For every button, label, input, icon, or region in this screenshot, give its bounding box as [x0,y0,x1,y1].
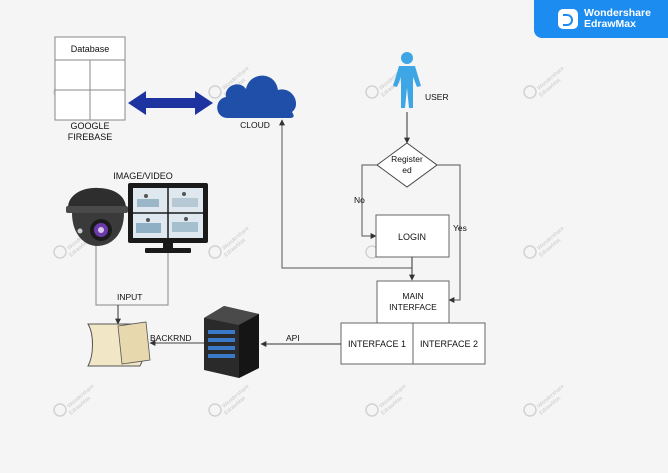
watermark-icon: Wondershare EdrawMax [365,384,408,417]
watermark-icon: Wondershare EdrawMax [53,384,96,417]
database-label-line2: FIREBASE [68,132,113,142]
watermark-icon: Wondershare EdrawMax [523,66,566,99]
storage-book-icon[interactable] [87,321,151,367]
database-table-icon[interactable]: Database [54,36,126,121]
user-person-icon[interactable] [393,52,421,108]
edge-yes-label: Yes [453,223,467,233]
edrawmax-logo-icon [558,9,578,29]
interface2-label: INTERFACE 2 [420,339,478,349]
edge-no-label: No [354,195,365,205]
brand-badge[interactable]: Wondershare EdrawMax [534,0,668,38]
main-interface-box[interactable]: MAIN INTERFACE [376,280,450,324]
cloud-icon[interactable] [217,75,297,118]
main-interface-line2: INTERFACE [389,302,437,312]
decision-label-line1: Register [391,154,423,164]
edge-no-to-login [361,164,377,239]
login-box[interactable]: LOGIN [375,214,450,258]
interface2-box[interactable]: INTERFACE 2 [412,322,486,365]
cloud-label: CLOUD [240,120,270,130]
user-label: USER [425,92,449,102]
edge-api-label: API [286,333,300,343]
decision-label-line2: ed [402,165,412,175]
backend-label: BACKRND [150,333,192,343]
database-header: Database [71,44,110,54]
interface1-label: INTERFACE 1 [348,339,406,349]
brand-line2: EdrawMax [584,18,636,30]
image-video-label: IMAGE/VIDEO [113,171,173,181]
server-icon[interactable] [204,306,259,378]
decision-diamond[interactable]: Register ed [376,142,438,188]
input-label: INPUT [117,292,143,302]
watermark-icon: Wondershare EdrawMax [523,384,566,417]
brand-line1: Wondershare [584,7,651,19]
watermark-icon: Wondershare EdrawMax [208,226,251,259]
login-label: LOGIN [398,232,426,242]
watermark-icon: Wondershare EdrawMax [208,384,251,417]
security-camera-icon[interactable] [66,187,128,246]
edge-yes-to-main [437,164,461,303]
database-label-line1: GOOGLE [70,121,109,131]
watermark-icon: Wondershare EdrawMax [523,226,566,259]
edge-input-lines [95,244,169,306]
main-interface-line1: MAIN [402,291,423,301]
edge-main-to-cloud [279,119,412,269]
interface1-box[interactable]: INTERFACE 1 [340,322,414,365]
monitor-icon[interactable] [128,183,208,253]
double-arrow-icon [128,91,213,115]
